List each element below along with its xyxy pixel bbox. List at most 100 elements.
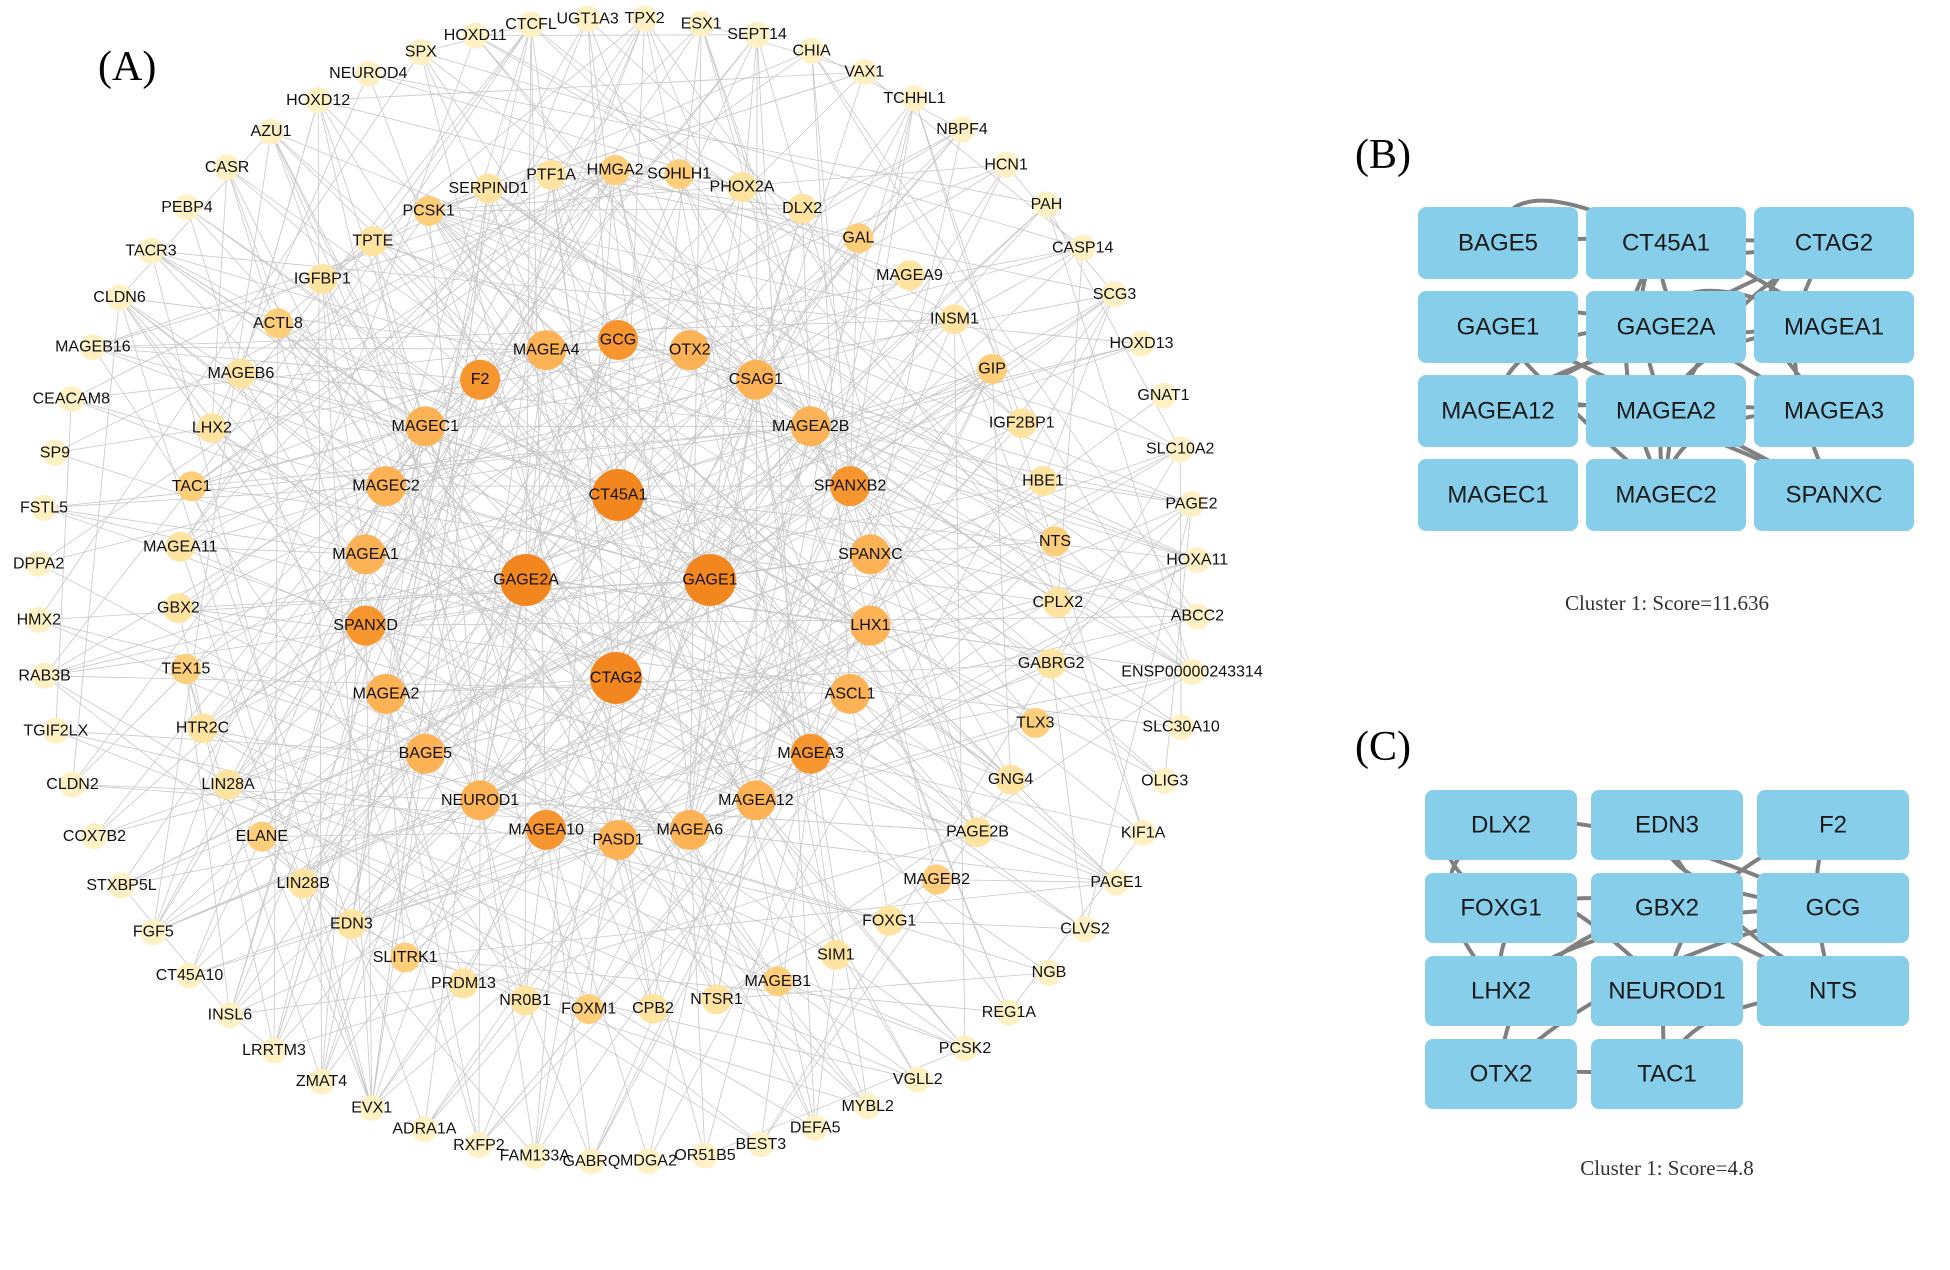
cluster-node-bage5[interactable]: BAGE5: [1418, 207, 1578, 279]
node-phox2a[interactable]: PHOX2A: [710, 172, 775, 202]
node-htr2c[interactable]: HTR2C: [176, 713, 229, 744]
node-mybl2[interactable]: MYBL2: [841, 1093, 894, 1120]
node-magea1[interactable]: MAGEA1: [332, 534, 399, 575]
node-hmga2[interactable]: HMGA2: [587, 155, 644, 185]
node-slc30a10[interactable]: SLC30A10: [1142, 714, 1220, 741]
node-hoxd12[interactable]: HOXD12: [286, 87, 350, 114]
node-hoxd11[interactable]: HOXD11: [444, 22, 507, 49]
node-dppa2[interactable]: DPPA2: [13, 550, 64, 577]
node-lrrtm3[interactable]: LRRTM3: [242, 1037, 306, 1064]
cluster-node-neurod1[interactable]: NEUROD1: [1591, 956, 1743, 1026]
node-ceacam8[interactable]: CEACAM8: [33, 386, 110, 413]
node-csag1[interactable]: CSAG1: [729, 359, 783, 400]
node-spx[interactable]: SPX: [405, 39, 437, 66]
node-sept14[interactable]: SEPT14: [727, 21, 787, 48]
node-magea2b[interactable]: MAGEA2B: [772, 406, 849, 447]
node-hmx2[interactable]: HMX2: [17, 606, 62, 633]
cluster-node-magea12[interactable]: MAGEA12: [1418, 375, 1578, 447]
node-magea11[interactable]: MAGEA11: [143, 531, 218, 562]
node-lin28b[interactable]: LIN28B: [277, 868, 330, 899]
node-slitrk1[interactable]: SLITRK1: [373, 942, 438, 973]
cluster-node-magec2[interactable]: MAGEC2: [1586, 459, 1746, 531]
node-chia[interactable]: CHIA: [792, 37, 831, 64]
node-magea9[interactable]: MAGEA9: [876, 260, 943, 291]
node-lhx2[interactable]: LHX2: [192, 413, 232, 444]
node-prdm13[interactable]: PRDM13: [431, 968, 496, 999]
cluster-node-dlx2[interactable]: DLX2: [1425, 790, 1577, 860]
node-gnat1[interactable]: GNAT1: [1137, 382, 1190, 409]
node-gage1[interactable]: GAGE1: [682, 554, 738, 606]
node-nr0b1[interactable]: NR0B1: [499, 985, 551, 1016]
node-magea6[interactable]: MAGEA6: [656, 809, 723, 850]
node-hoxa11[interactable]: HOXA11: [1166, 547, 1228, 574]
cluster-node-otx2[interactable]: OTX2: [1425, 1039, 1577, 1109]
node-pah[interactable]: PAH: [1031, 191, 1063, 218]
node-gcg[interactable]: GCG: [598, 320, 638, 360]
node-cpb2[interactable]: CPB2: [632, 993, 674, 1024]
node-ptf1a[interactable]: PTF1A: [526, 159, 576, 190]
node-tpte[interactable]: TPTE: [352, 226, 393, 257]
node-dlx2[interactable]: DLX2: [782, 193, 822, 224]
node-best3[interactable]: BEST3: [735, 1131, 786, 1158]
node-nts[interactable]: NTS: [1039, 526, 1071, 557]
node-magea2[interactable]: MAGEA2: [353, 673, 420, 714]
node-lhx1[interactable]: LHX1: [850, 605, 891, 646]
node-neurod4[interactable]: NEUROD4: [329, 60, 408, 87]
cluster-node-gage1[interactable]: GAGE1: [1418, 291, 1578, 363]
node-hcn1[interactable]: HCN1: [984, 151, 1028, 178]
cluster-node-gage2a[interactable]: GAGE2A: [1586, 291, 1746, 363]
node-fgf5[interactable]: FGF5: [133, 919, 174, 946]
node-magea10[interactable]: MAGEA10: [508, 809, 584, 850]
node-tex15[interactable]: TEX15: [161, 654, 210, 684]
node-mageb1[interactable]: MAGEB1: [744, 966, 811, 997]
node-elane[interactable]: ELANE: [236, 821, 288, 852]
node-tchhl1[interactable]: TCHHL1: [883, 85, 946, 112]
cluster-node-tac1[interactable]: TAC1: [1591, 1039, 1743, 1109]
node-gbx2[interactable]: GBX2: [157, 593, 200, 624]
node-rxfp2[interactable]: RXFP2: [453, 1132, 505, 1159]
node-sim1[interactable]: SIM1: [817, 939, 855, 970]
cluster-node-ct45a1[interactable]: CT45A1: [1586, 207, 1746, 279]
node-ct45a10[interactable]: CT45A10: [156, 962, 224, 989]
node-pasd1[interactable]: PASD1: [592, 820, 644, 860]
cluster-node-f2[interactable]: F2: [1757, 790, 1909, 860]
node-igfbp1[interactable]: IGFBP1: [294, 264, 351, 294]
cluster-node-gbx2[interactable]: GBX2: [1591, 873, 1743, 943]
node-tpx2[interactable]: TPX2: [625, 5, 665, 32]
node-tlx3[interactable]: TLX3: [1016, 708, 1055, 738]
node-magea12[interactable]: MAGEA12: [718, 780, 794, 821]
node-page1[interactable]: PAGE1: [1090, 869, 1143, 896]
node-or51b5[interactable]: OR51B5: [674, 1142, 736, 1169]
node-vgll2[interactable]: VGLL2: [893, 1066, 943, 1093]
node-gabrq[interactable]: GABRQ: [563, 1148, 621, 1175]
node-slc10a2[interactable]: SLC10A2: [1146, 436, 1215, 463]
node-otx2[interactable]: OTX2: [669, 330, 711, 371]
node-insm1[interactable]: INSM1: [930, 304, 979, 335]
cluster-node-ctag2[interactable]: CTAG2: [1754, 207, 1914, 279]
node-gal[interactable]: GAL: [842, 223, 875, 254]
node-kif1a[interactable]: KIF1A: [1121, 819, 1166, 846]
node-mageb2[interactable]: MAGEB2: [903, 864, 970, 895]
cluster-node-edn3[interactable]: EDN3: [1591, 790, 1743, 860]
node-page2[interactable]: PAGE2: [1165, 491, 1218, 518]
node-spanxd[interactable]: SPANXD: [333, 605, 398, 646]
node-bage5[interactable]: BAGE5: [399, 733, 452, 774]
cluster-node-magea2[interactable]: MAGEA2: [1586, 375, 1746, 447]
node-cplx2[interactable]: CPLX2: [1032, 587, 1083, 618]
node-foxg1[interactable]: FOXG1: [862, 905, 916, 936]
node-ct45a1[interactable]: CT45A1: [589, 469, 648, 521]
node-casr[interactable]: CASR: [205, 154, 249, 181]
node-lin28a[interactable]: LIN28A: [201, 769, 255, 800]
node-f2[interactable]: F2: [460, 359, 501, 400]
node-insl6[interactable]: INSL6: [208, 1002, 253, 1029]
cluster-node-lhx2[interactable]: LHX2: [1425, 956, 1577, 1026]
cluster-node-foxg1[interactable]: FOXG1: [1425, 873, 1577, 943]
node-gng4[interactable]: GNG4: [988, 764, 1033, 795]
node-serpind1[interactable]: SERPIND1: [448, 173, 529, 204]
node-ngb[interactable]: NGB: [1032, 959, 1067, 986]
node-azu1[interactable]: AZU1: [251, 118, 292, 145]
node-cox7b2[interactable]: COX7B2: [63, 823, 126, 850]
node-cldn2[interactable]: CLDN2: [46, 771, 99, 798]
node-edn3[interactable]: EDN3: [330, 909, 373, 940]
node-rab3b[interactable]: RAB3B: [18, 662, 71, 689]
